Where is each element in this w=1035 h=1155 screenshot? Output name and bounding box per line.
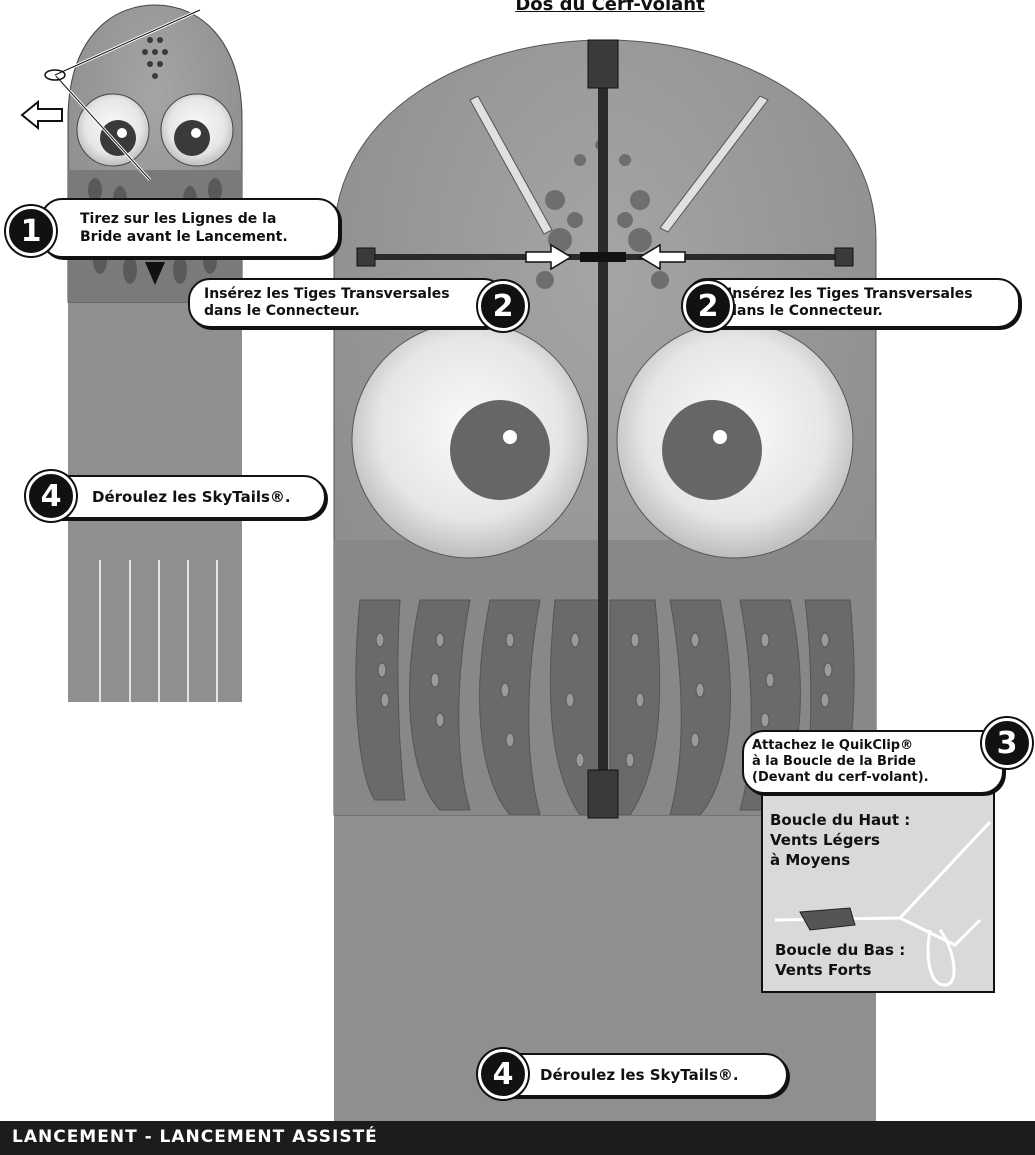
step1-text-line1: Tirez sur les Lignes de la [80,210,288,228]
step1-text-line2: Bride avant le Lancement. [80,228,288,246]
step1-badge: 1 [6,206,56,256]
step4-left-callout: Déroulez les SkyTails®. [36,475,326,519]
top-loop-text: Boucle du Haut : Vents Légers à Moyens [770,810,910,870]
top-loop-title: Boucle du Haut : [770,810,910,830]
step4-bottom-badge: 4 [478,1049,528,1099]
step2-left-badge: 2 [478,281,528,331]
footer-bar: LANCEMENT - LANCEMENT ASSISTÉ [0,1121,1035,1155]
step2-right-text-line2: dans le Connecteur. [727,303,973,320]
step4-bottom-text: Déroulez les SkyTails®. [540,1066,739,1084]
step2-right-badge: 2 [683,281,733,331]
pull-arrow-icon [22,102,62,128]
top-loop-wind-2: à Moyens [770,850,910,870]
step2-left-text-line1: Insérez les Tiges Transversales [204,286,450,303]
top-loop-wind-1: Vents Légers [770,830,910,850]
footer-title: LANCEMENT - LANCEMENT ASSISTÉ [12,1127,378,1147]
step3-text-line2: à la Boucle de la Bride [752,754,929,770]
step4-bottom-callout: Déroulez les SkyTails®. [488,1053,788,1097]
step2-right-text-line1: Insérez les Tiges Transversales [727,286,973,303]
bottom-loop-text: Boucle du Bas : Vents Forts [775,940,905,980]
step3-text-line3: (Devant du cerf-volant). [752,770,929,786]
step2-left-text-line2: dans le Connecteur. [204,303,450,320]
step3-text-line1: Attachez le QuikClip® [752,738,929,754]
bottom-loop-wind: Vents Forts [775,960,905,980]
page-title: Dos du Cerf-volant [450,0,770,15]
step4-left-badge: 4 [26,471,76,521]
step4-left-text: Déroulez les SkyTails®. [92,488,291,506]
step3-callout: Attachez le QuikClip®à la Boucle de la B… [742,730,1004,794]
bottom-loop-title: Boucle du Bas : [775,940,905,960]
step3-badge: 3 [982,718,1032,768]
